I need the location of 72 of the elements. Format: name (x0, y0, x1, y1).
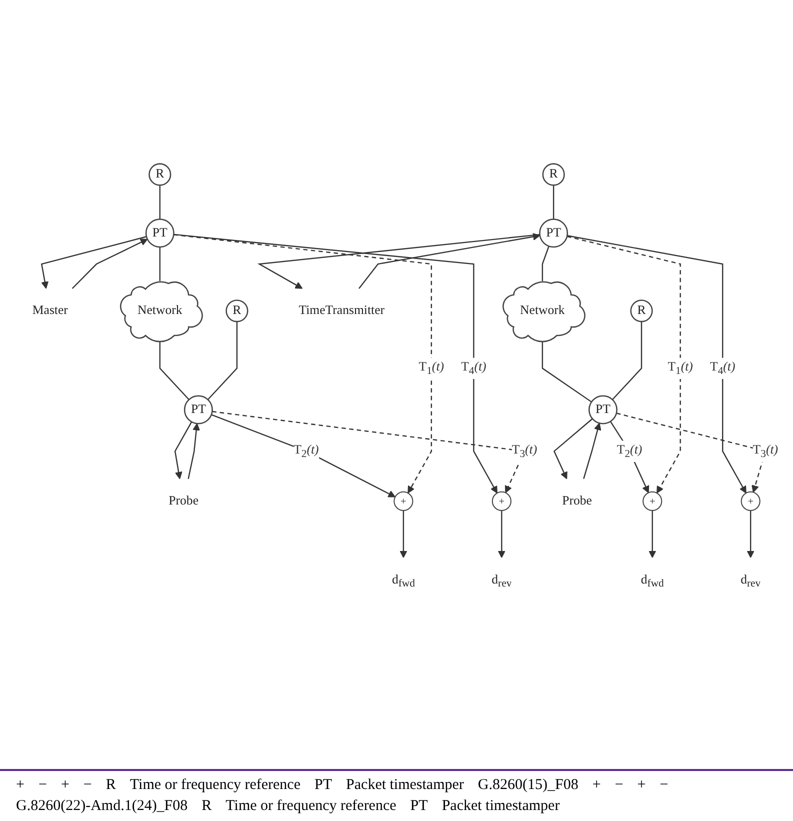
node-text: Probe (168, 494, 199, 508)
node-circle: R (542, 164, 565, 186)
node-circle: + (642, 492, 662, 512)
arrow (257, 234, 540, 290)
note-text: + (60, 777, 70, 794)
note-text: PT (314, 777, 332, 794)
node-text: d$_{rev}$ (492, 573, 512, 590)
note-text: + (592, 777, 601, 794)
node-circle: R (226, 300, 248, 323)
arrow (174, 234, 498, 494)
note-text: − (660, 777, 668, 794)
edge-label: T$_{1}$(t) (418, 360, 444, 377)
node-text: d$_{rev}$ (740, 573, 761, 590)
note-text: G.8260(15)_F08 (478, 777, 578, 794)
arrow (583, 423, 602, 480)
connector (159, 186, 160, 220)
edge-label: T$_{3}$(t) (512, 444, 538, 460)
note-text: Packet timestamper (442, 798, 560, 815)
node-text: Probe (562, 494, 592, 508)
node-text: TimeTransmitter (298, 304, 385, 318)
node-circle: PT (145, 219, 174, 248)
connector (612, 322, 642, 400)
note-text: − (83, 777, 92, 794)
arrow (174, 422, 192, 480)
arrow (498, 510, 506, 558)
node-text: Master (32, 304, 68, 318)
arrow (610, 422, 650, 494)
node-text: d$_{fwd}$ (392, 573, 415, 590)
arrow (746, 510, 754, 558)
note-text: G.8260(22)-Amd.1(24)_F08 (16, 798, 188, 815)
arrow (553, 418, 593, 480)
note-text: Packet timestamper (346, 777, 464, 794)
edge-label: T$_{4}$(t) (710, 360, 736, 377)
node-circle: PT (588, 396, 618, 425)
arrow (40, 236, 147, 290)
node-circle: PT (184, 396, 213, 425)
note-text: R (202, 798, 212, 815)
arrow (567, 235, 746, 494)
connector (207, 322, 238, 400)
note-text: R (106, 777, 116, 794)
edge-label: T$_{2}$(t) (616, 444, 642, 460)
note-text: − (614, 777, 624, 794)
arrow (648, 510, 656, 558)
connector (159, 341, 190, 400)
edge-label: T$_{3}$(t) (752, 444, 778, 460)
node-circle: PT (539, 219, 568, 248)
node-text: d$_{fwd}$ (640, 573, 664, 590)
connector (542, 341, 592, 403)
note-text: + (16, 777, 24, 794)
connector (552, 186, 554, 220)
arrow (566, 236, 681, 494)
arrow (400, 510, 408, 558)
node-circle: + (492, 492, 512, 512)
note-text: Time or frequency reference (226, 798, 396, 815)
connector (542, 246, 550, 282)
arrow (358, 233, 540, 290)
node-circle: + (740, 492, 760, 512)
arrow (72, 239, 148, 290)
note-text: PT (410, 798, 428, 815)
connector (159, 247, 160, 282)
edge-label: T$_{1}$(t) (668, 360, 693, 377)
node-circle: + (394, 492, 414, 512)
note-text: + (637, 777, 646, 794)
note-text: Time or frequency reference (130, 777, 301, 794)
note-text: − (38, 777, 47, 794)
node-circle: R (630, 300, 653, 323)
arrow (188, 424, 200, 480)
edge-label: T$_{4}$(t) (461, 360, 486, 377)
edge-label: T$_{2}$(t) (294, 444, 319, 460)
arrow (174, 234, 432, 494)
arrow (211, 414, 396, 498)
node-circle: R (148, 164, 172, 186)
